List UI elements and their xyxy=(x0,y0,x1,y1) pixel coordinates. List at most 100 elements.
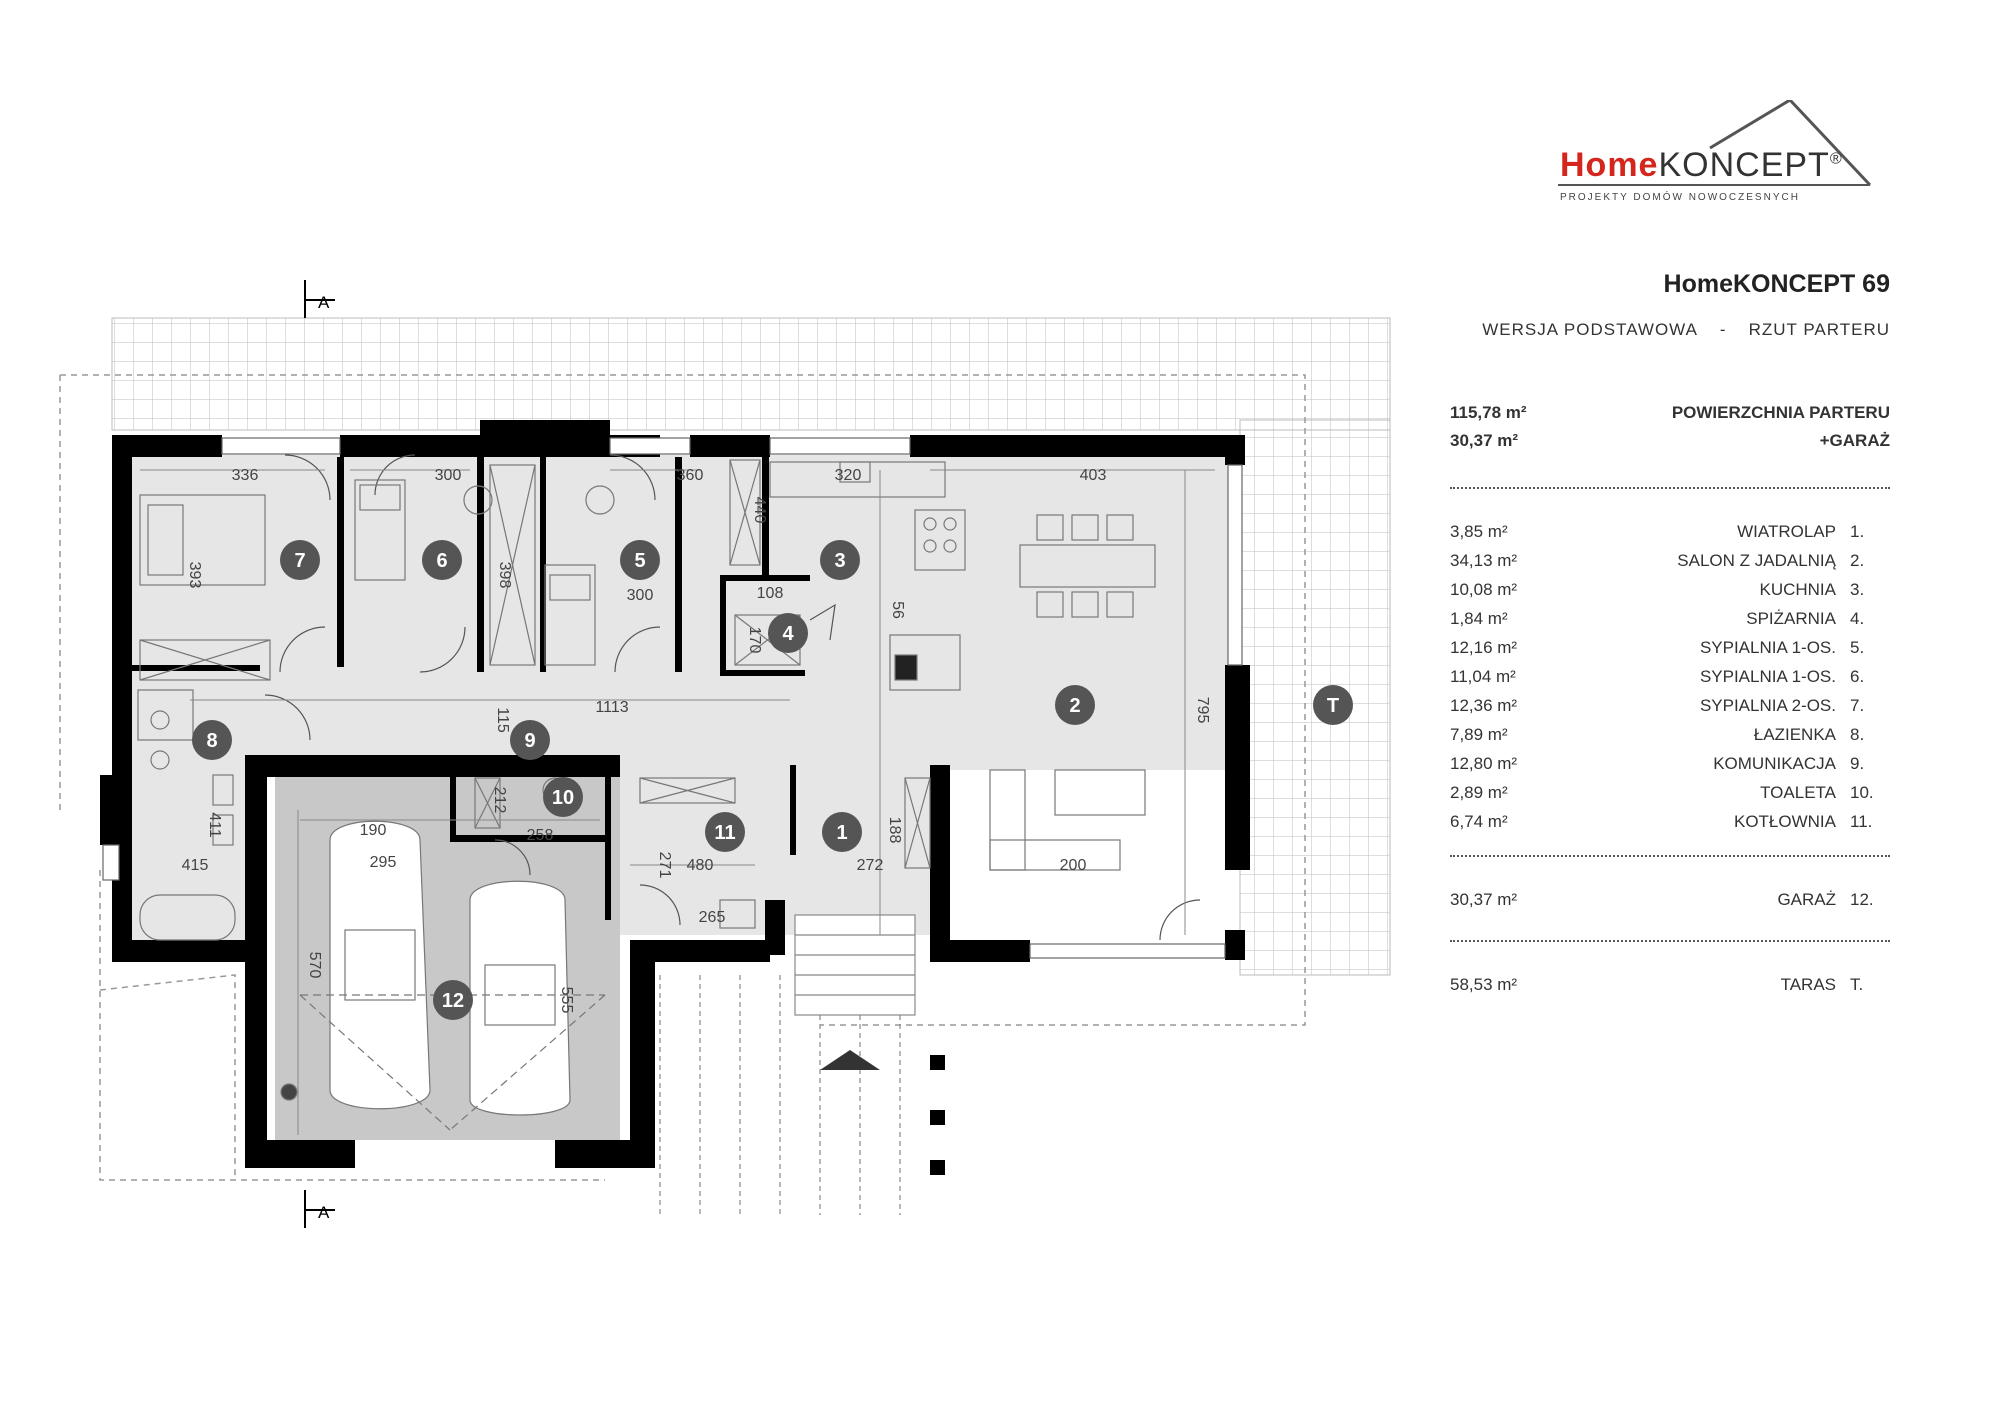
dimension-label: 411 xyxy=(206,812,223,838)
room-badge-label: 9 xyxy=(524,730,535,752)
room-area: 12,36 m² xyxy=(1450,696,1518,715)
version-label: WERSJA PODSTAWOWA xyxy=(1482,320,1698,339)
divider xyxy=(1450,855,1890,857)
dimension-label: 398 xyxy=(496,562,513,589)
room-name: SYPIALNIA 1-OS. xyxy=(1699,638,1836,657)
room-number: 8. xyxy=(1850,725,1865,744)
room-area: 1,84 m² xyxy=(1450,609,1508,628)
room-area: 10,08 m² xyxy=(1450,580,1518,599)
section-marker-bottom: A xyxy=(304,1190,335,1228)
room-number: 4. xyxy=(1850,609,1865,628)
dimension-label: 403 xyxy=(1080,467,1107,484)
room-label: TOALETA 10. xyxy=(1760,783,1890,803)
dimension-label: 415 xyxy=(182,857,209,874)
room-badge-label: T xyxy=(1327,695,1339,717)
dimension-label: 56 xyxy=(889,601,906,619)
summary-row-garage: 30,37 m² +GARAŻ xyxy=(1430,431,1890,457)
dimension-label: 440 xyxy=(751,497,768,524)
room-area: 34,13 m² xyxy=(1450,551,1518,570)
room-badge-12: 12 xyxy=(433,980,473,1020)
room-area: 12,16 m² xyxy=(1450,638,1518,657)
room-row: 2,89 m² TOALETA 10. xyxy=(1430,783,1890,809)
room-name: GARAŻ xyxy=(1777,890,1836,909)
room-number: 11. xyxy=(1850,812,1873,831)
dimension-label: 265 xyxy=(699,909,726,926)
dimension-label: 108 xyxy=(757,585,784,602)
dimension-label: 115 xyxy=(494,707,511,733)
dimension-label: 360 xyxy=(677,467,704,484)
room-name: TARAS xyxy=(1780,975,1836,994)
project-subtitle: WERSJA PODSTAWOWA-RZUT PARTERU xyxy=(1430,320,1890,340)
room-name: WIATROLAP xyxy=(1737,522,1836,541)
dimension-label: 336 xyxy=(232,467,259,484)
entrance-stairs xyxy=(659,914,916,1215)
room-name: SALON Z JADALNIĄ xyxy=(1677,551,1836,570)
dimension-label: 212 xyxy=(491,787,508,814)
summary-label: +GARAŻ xyxy=(1819,431,1890,450)
room-name: SYPIALNIA 1-OS. xyxy=(1699,667,1836,686)
room-badge-8: 8 xyxy=(192,720,232,760)
logo: HomeKONCEPT® PROJEKTY DOMÓW NOWOCZESNYCH xyxy=(1540,100,1890,220)
room-badge-label: 6 xyxy=(436,550,447,572)
dimension-label: 393 xyxy=(186,562,203,589)
room-badge-2: 2 xyxy=(1055,685,1095,725)
room-label: SYPIALNIA 1-OS. 6. xyxy=(1700,667,1890,687)
dimension-label: 300 xyxy=(627,587,654,604)
room-number: 3. xyxy=(1850,580,1865,599)
dimension-label: 480 xyxy=(687,857,714,874)
room-badge-4: 4 xyxy=(768,613,808,653)
summary-area: 115,78 m² xyxy=(1450,403,1527,422)
room-number: 9. xyxy=(1850,754,1865,773)
terrace-grid xyxy=(111,317,1391,976)
furniture xyxy=(137,459,1156,1131)
room-badge-label: 7 xyxy=(294,550,305,572)
room-area: 3,85 m² xyxy=(1450,522,1508,541)
dimension-label: 188 xyxy=(886,817,903,844)
room-badge-label: 8 xyxy=(206,730,217,752)
doors xyxy=(264,454,1201,941)
room-badge-label: 11 xyxy=(714,822,735,844)
dimension-label: 570 xyxy=(306,952,323,979)
garage-row: 30,37 m² GARAŻ 12. xyxy=(1430,890,1890,916)
room-badge-label: 1 xyxy=(836,822,847,844)
room-badge-1: 1 xyxy=(822,812,862,852)
windows xyxy=(102,437,1243,959)
dimension-label: 555 xyxy=(558,987,575,1014)
dimension-label: 795 xyxy=(1194,697,1211,724)
room-badge-9: 9 xyxy=(510,720,550,760)
logo-wordmark: HomeKONCEPT® xyxy=(1560,146,1843,185)
room-number: 10. xyxy=(1850,783,1874,802)
logo-tagline: PROJEKTY DOMÓW NOWOCZESNYCH xyxy=(1560,192,1800,203)
logo-mark: ® xyxy=(1829,150,1843,168)
room-badge-label: 3 xyxy=(834,550,845,572)
room-name: TOALETA xyxy=(1760,783,1836,802)
dimension-lines xyxy=(140,469,1215,1135)
room-number: 12. xyxy=(1850,890,1874,909)
room-number: 6. xyxy=(1850,667,1865,686)
divider xyxy=(1450,940,1890,942)
dimension-label: 272 xyxy=(857,857,884,874)
summary-row-ground: 115,78 m² POWIERZCHNIA PARTERU xyxy=(1430,403,1890,429)
room-badge-6: 6 xyxy=(422,540,462,580)
room-area: 2,89 m² xyxy=(1450,783,1508,802)
section-label-bottom: A xyxy=(318,1203,330,1222)
room-area: 30,37 m² xyxy=(1450,890,1518,909)
room-label: SYPIALNIA 1-OS.5. xyxy=(1700,638,1890,658)
roof-outline xyxy=(59,374,1306,1181)
